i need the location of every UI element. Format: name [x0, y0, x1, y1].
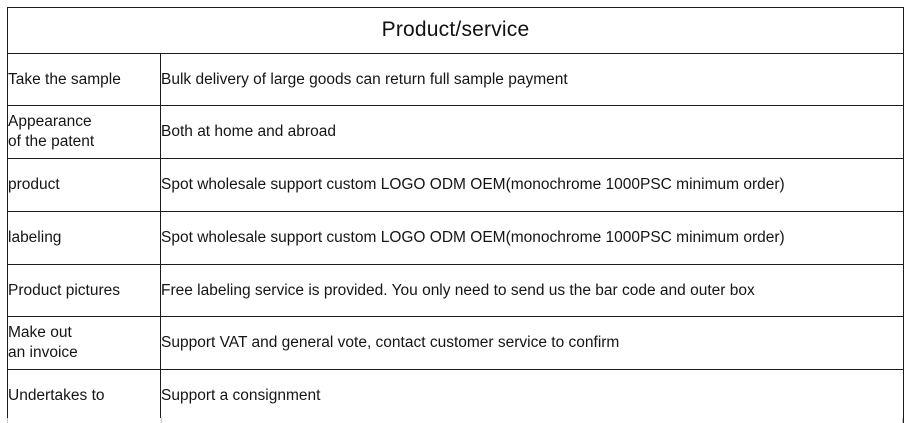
row-value-product-pictures: Free labeling service is provided. You o…: [159, 264, 905, 317]
row-label-undertakes-to: Undertakes to: [7, 369, 161, 423]
table-bottom-cutoff-divider: [161, 418, 163, 423]
table-title-cell: Product/service: [6, 7, 905, 54]
table-row: Take the sample Bulk delivery of large g…: [7, 53, 905, 106]
row-label-appearance-of-the-patent: Appearance of the patent: [7, 105, 161, 159]
row-value-appearance-of-the-patent: Both at home and abroad: [159, 105, 905, 159]
row-label-product-pictures: Product pictures: [7, 264, 161, 317]
product-service-table: Product/service Take the sample Bulk del…: [6, 7, 905, 423]
table-title-row: Product/service: [6, 7, 905, 54]
table-row: labeling Spot wholesale support custom L…: [7, 211, 905, 265]
row-value-product: Spot wholesale support custom LOGO ODM O…: [159, 158, 905, 212]
row-value-undertakes-to: Support a consignment: [159, 369, 905, 423]
table-row: Appearance of the patent Both at home an…: [7, 105, 905, 159]
table-row: Product pictures Free labeling service i…: [7, 264, 905, 317]
table-bottom-cutoff-row: [7, 418, 903, 423]
row-label-take-the-sample: Take the sample: [7, 53, 161, 106]
row-label-product: product: [7, 158, 161, 212]
table-row: Make out an invoice Support VAT and gene…: [7, 316, 905, 370]
row-value-take-the-sample: Bulk delivery of large goods can return …: [159, 53, 905, 106]
row-label-labeling: labeling: [7, 211, 161, 265]
row-label-make-out-an-invoice: Make out an invoice: [7, 316, 161, 370]
table-row: product Spot wholesale support custom LO…: [7, 158, 905, 212]
page-title: Product/service: [381, 17, 530, 41]
row-value-make-out-an-invoice: Support VAT and general vote, contact cu…: [159, 316, 905, 370]
row-value-labeling: Spot wholesale support custom LOGO ODM O…: [159, 211, 905, 265]
table-row: Undertakes to Support a consignment: [7, 369, 905, 423]
